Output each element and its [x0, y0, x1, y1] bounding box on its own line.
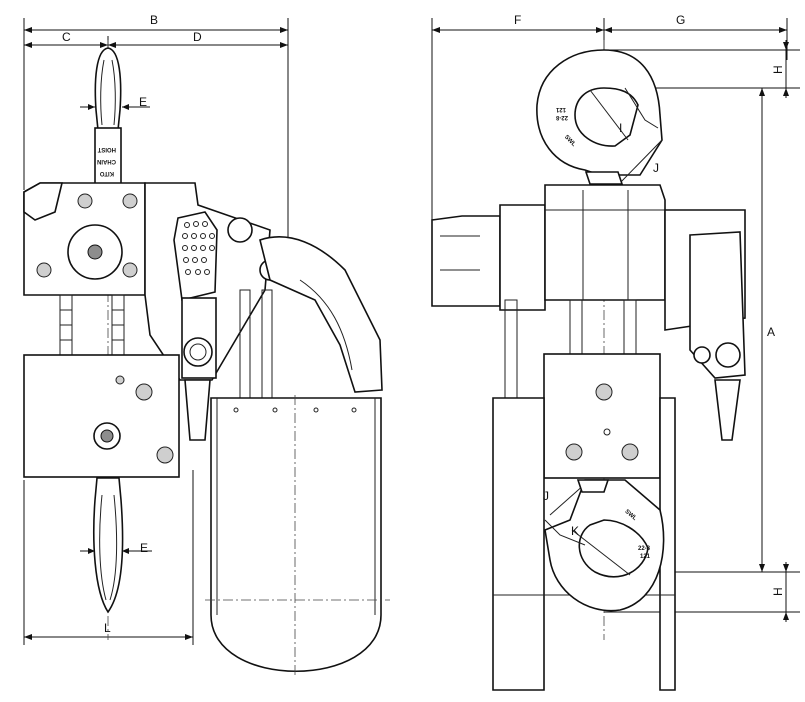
dim-label-d: D [193, 30, 202, 44]
dim-label-j-top: J [653, 161, 659, 175]
svg-text:HOIST: HOIST [97, 146, 116, 152]
control-dots [182, 221, 215, 275]
dim-label-i: I [619, 121, 622, 135]
dim-label-c: C [62, 30, 71, 44]
dim-label-j-bottom: J [543, 489, 549, 503]
svg-text:22-8: 22-8 [638, 546, 651, 552]
dim-label-e-bottom: E [140, 541, 148, 555]
bottom-hook: K J 22-8 121 SWL [543, 479, 665, 612]
dim-label-e-top: E [139, 95, 147, 109]
svg-text:121: 121 [640, 554, 651, 560]
dim-label-h-top: H [771, 65, 785, 74]
right-view-hoist: I J 22-8 121 SWL [431, 40, 746, 691]
load-chain [59, 294, 125, 361]
top-hook-markings: 22-8 121 [555, 106, 568, 120]
bucket-rivets [233, 407, 357, 413]
left-view-dimensions: B C D E E L [23, 13, 289, 645]
dim-label-f: F [514, 13, 521, 27]
dim-label-k: K [571, 524, 579, 538]
dim-label-l: L [104, 621, 111, 635]
svg-text:121: 121 [555, 106, 566, 112]
dim-label-g: G [676, 13, 685, 27]
svg-text:CHAIN: CHAIN [97, 158, 116, 164]
dim-label-a: A [767, 325, 775, 339]
left-view-hoist: KITO CHAIN HOIST [23, 40, 390, 675]
svg-text:KITO: KITO [99, 170, 114, 176]
dim-label-b: B [150, 13, 158, 27]
hook-nameplate: KITO CHAIN HOIST [97, 146, 116, 176]
dim-label-h-bottom: H [771, 587, 785, 596]
svg-text:22-8: 22-8 [555, 114, 568, 120]
top-hook: I J 22-8 121 SWL [536, 49, 663, 186]
right-view-dimensions: F G A H H [431, 13, 800, 622]
bottom-hook-markings: 22-8 121 [638, 546, 651, 560]
